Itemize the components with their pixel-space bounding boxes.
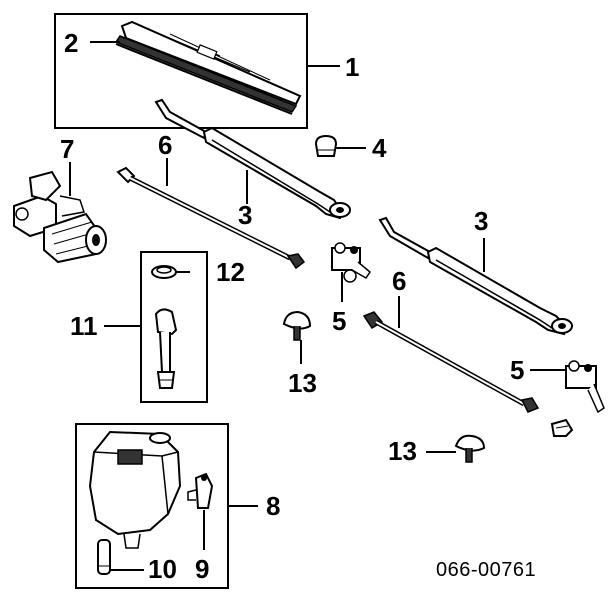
- washer-nozzle-right-part: [454, 434, 486, 463]
- callout-11: 11: [70, 311, 98, 341]
- washer-pump-part: [187, 472, 214, 509]
- callout-13-right: 13: [388, 436, 417, 466]
- diagram-code: 066-00761: [436, 559, 536, 581]
- grommet-part: [151, 265, 177, 279]
- pivot-right-part: [565, 360, 605, 414]
- callout-4: 4: [372, 133, 387, 163]
- callout-12: 12: [216, 257, 245, 287]
- callout-8: 8: [266, 491, 280, 521]
- blade-group-box: [54, 13, 308, 129]
- washer-nozzle-left-part: [282, 310, 312, 341]
- callout-6-left: 6: [158, 130, 172, 160]
- callout-9: 9: [195, 554, 209, 584]
- wiper-motor-part: [13, 170, 107, 264]
- callout-1: 1: [345, 52, 359, 82]
- callout-5-right: 5: [510, 355, 524, 385]
- callout-6-right: 6: [392, 266, 406, 296]
- callout-7: 7: [60, 134, 74, 164]
- callout-5-left: 5: [332, 306, 346, 336]
- callout-10: 10: [148, 554, 177, 584]
- wiper-arm-left-part: [154, 98, 351, 220]
- level-sensor-part: [97, 539, 111, 575]
- link-rod-left-part: [116, 166, 306, 270]
- pivot-left-part: [331, 242, 371, 283]
- callout-13-left: 13: [288, 368, 317, 398]
- rod-end-nut-part: [550, 418, 574, 437]
- arm-cap-part: [314, 134, 338, 157]
- link-rod-right-part: [362, 311, 540, 413]
- washer-hose-part: [154, 308, 178, 389]
- washer-tank-part: [88, 430, 182, 549]
- wiper-arm-right-part: [378, 216, 573, 336]
- leader-lines: [69, 41, 566, 571]
- callout-3-right: 3: [474, 206, 488, 236]
- callout-2: 2: [64, 28, 78, 58]
- wiper-blade-part: [114, 20, 302, 115]
- callout-3-upper: 3: [238, 200, 252, 230]
